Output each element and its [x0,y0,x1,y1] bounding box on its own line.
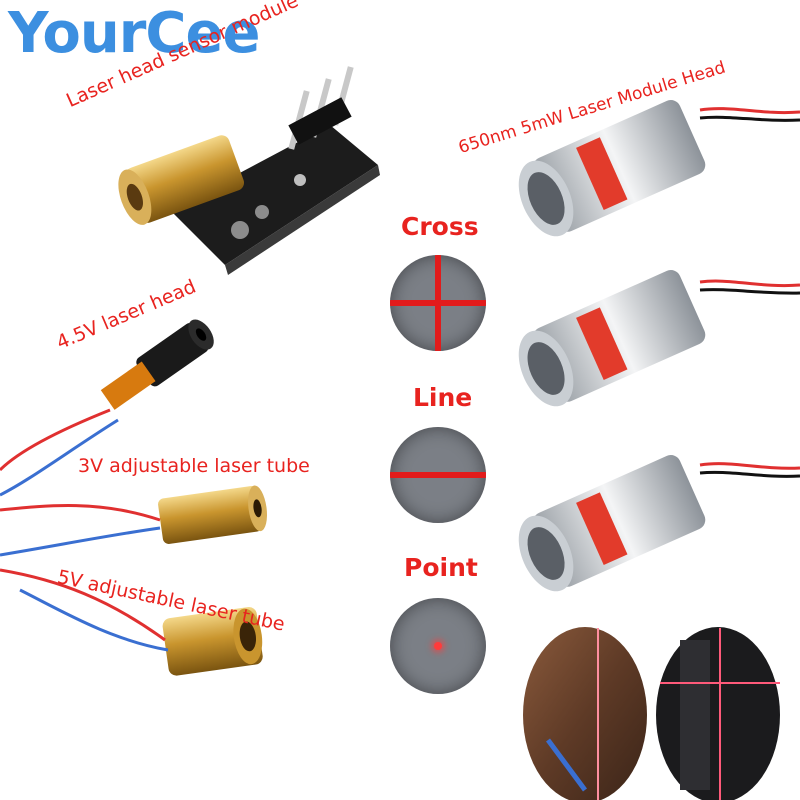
brand-logo: YourCee [8,1,260,66]
sensor-module-board [118,66,380,275]
pattern-label-line: Line [413,383,473,412]
line-beam [390,472,486,478]
pattern-label-cross: Cross [401,212,479,241]
cross-pattern-disc [390,255,486,351]
point-beam-dot [434,642,442,650]
demo-photo-dark [656,627,780,800]
pattern-label-point: Point [404,553,478,582]
tube-5v [162,607,263,676]
tube-3v [158,485,268,544]
line-pattern-disc [390,427,486,523]
demo-photo-wood [523,627,647,800]
laser-head-45v [100,319,214,410]
point-pattern-disc [390,598,486,694]
cross-vertical-beam [435,255,441,351]
label-tube-3v: 3V adjustable laser tube [78,455,310,477]
module-heads [518,100,800,592]
wires [0,408,169,652]
